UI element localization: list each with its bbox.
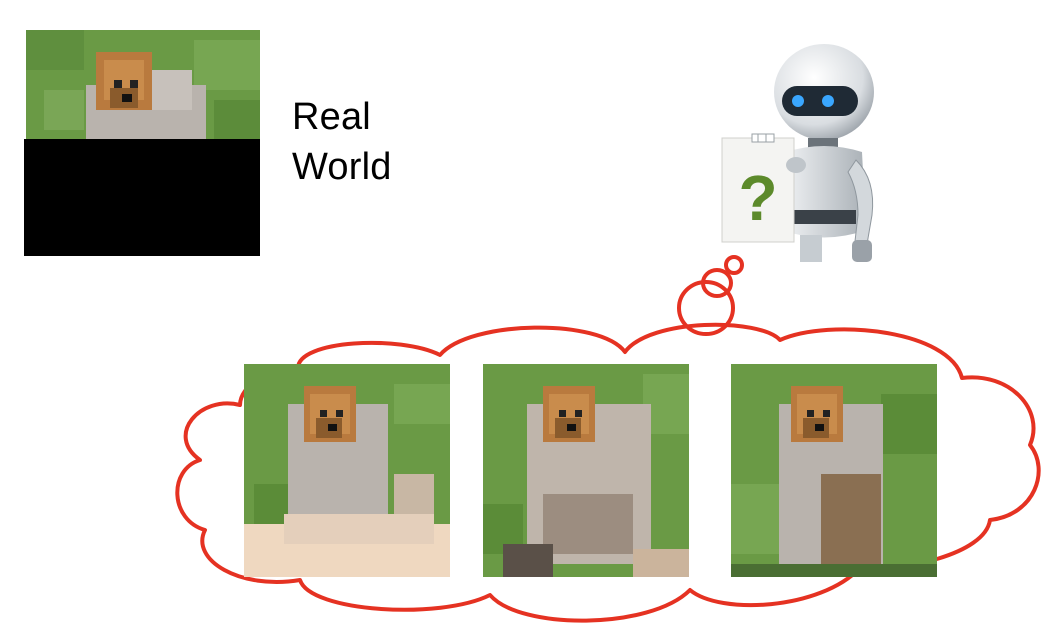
robot-leg xyxy=(800,235,822,262)
completion-2-picture xyxy=(483,364,689,577)
question-sign: ? xyxy=(721,133,795,243)
robot-waist xyxy=(794,210,856,224)
robot-left-hand xyxy=(786,157,806,173)
completion-1-picture xyxy=(244,364,450,577)
completion-3-picture xyxy=(731,364,937,577)
imagined-completion-2 xyxy=(483,364,689,577)
real-world-label: Real World xyxy=(292,92,392,192)
thought-bubble-large xyxy=(677,280,735,336)
robot-eye-right xyxy=(822,95,834,107)
mask-block xyxy=(24,139,260,256)
robot-eye-left xyxy=(792,95,804,107)
robot-visor xyxy=(782,86,858,116)
label-line-1: Real xyxy=(292,96,371,138)
imagined-completion-3 xyxy=(731,364,937,577)
question-mark: ? xyxy=(738,162,777,234)
robot-illustration: ? xyxy=(721,44,874,262)
thought-bubble-small xyxy=(724,255,744,275)
thought-bubble-medium xyxy=(701,268,733,298)
label-line-2: World xyxy=(292,146,392,188)
robot-hand xyxy=(852,240,872,262)
imagined-completion-1 xyxy=(244,364,450,577)
